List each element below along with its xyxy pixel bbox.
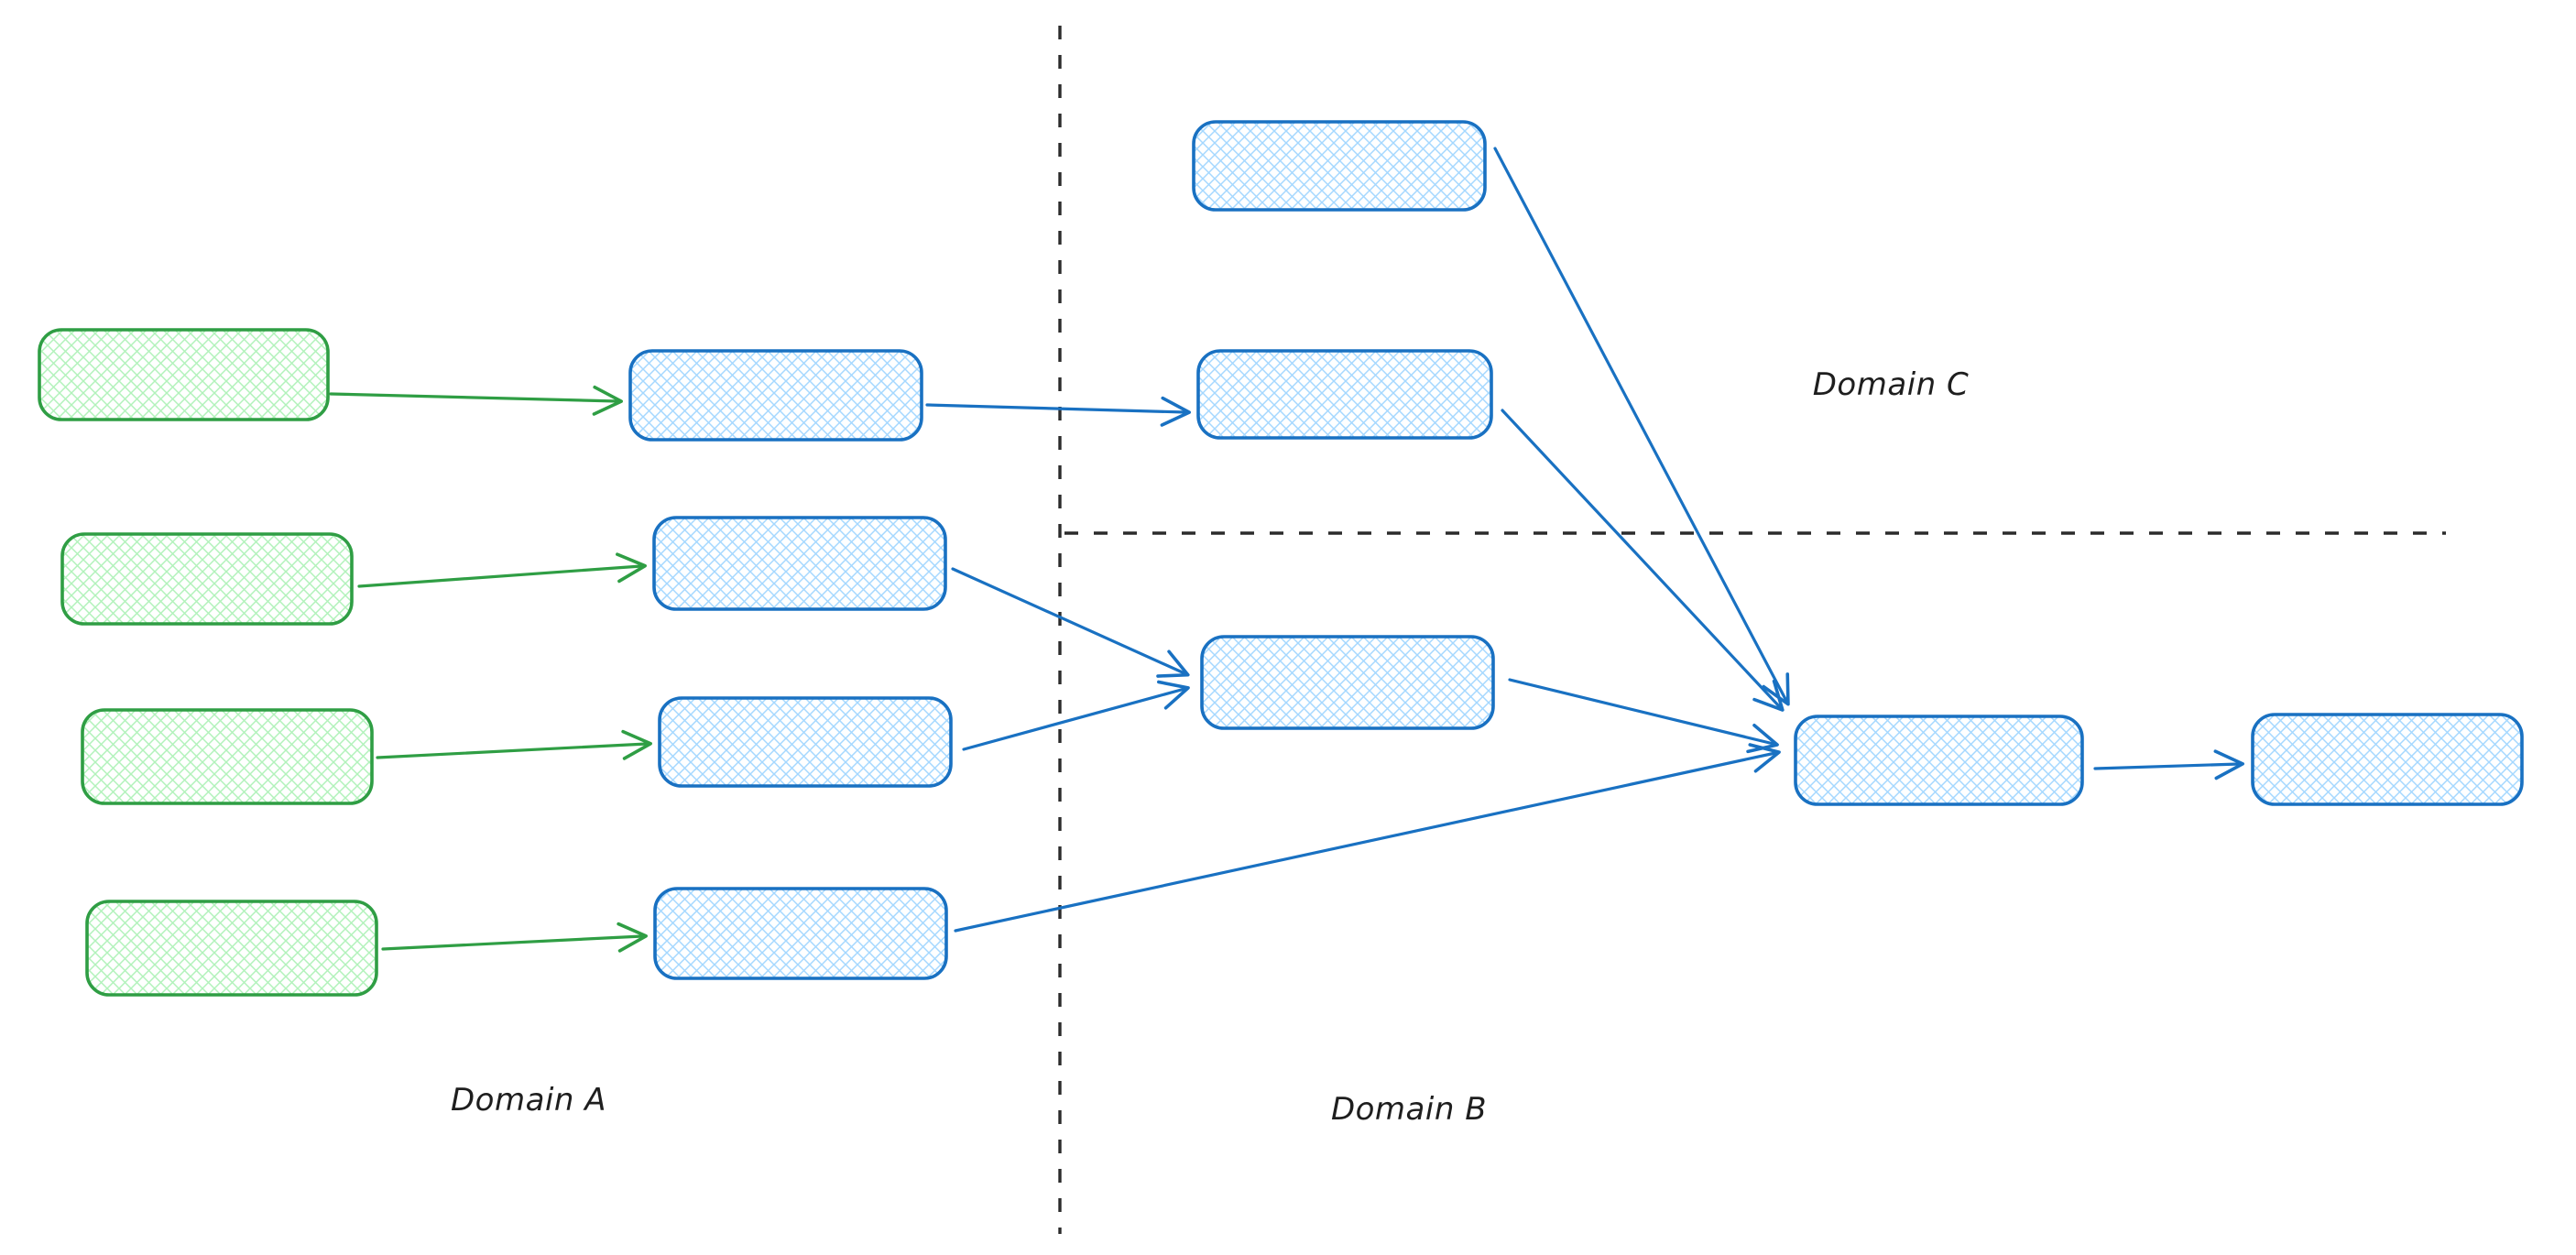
edge-b-hub-to-b-sink[interactable] bbox=[2093, 749, 2244, 780]
node-a-process-2[interactable] bbox=[652, 516, 947, 611]
node-b-sink[interactable] bbox=[2251, 713, 2524, 806]
edge-a-process-4-to-b-hub[interactable] bbox=[954, 743, 1781, 933]
labels-layer: Domain A Domain B Domain C bbox=[451, 366, 1969, 1128]
node-b-hub[interactable] bbox=[1794, 715, 2084, 806]
label-domain-c[interactable]: Domain C bbox=[1813, 366, 1969, 403]
edges-layer bbox=[329, 147, 2244, 953]
separators-layer bbox=[1058, 26, 2446, 1234]
nodes-layer bbox=[38, 120, 2524, 997]
node-b-node-1[interactable] bbox=[1200, 635, 1495, 730]
label-domain-b[interactable]: Domain B bbox=[1331, 1091, 1487, 1128]
edge-a-source-4-to-a-process-4[interactable] bbox=[381, 922, 648, 953]
edge-a-source-3-to-a-process-3[interactable] bbox=[376, 729, 652, 760]
node-a-source-2[interactable] bbox=[60, 532, 354, 626]
node-a-source-3[interactable] bbox=[81, 708, 374, 805]
edge-a-source-1-to-a-process-1[interactable] bbox=[329, 385, 623, 416]
edge-b-node-1-to-b-hub[interactable] bbox=[1508, 678, 1779, 754]
edge-a-process-2-to-b-node-1[interactable] bbox=[951, 567, 1190, 678]
edge-c-node-2-to-b-hub[interactable] bbox=[1501, 409, 1785, 712]
node-a-process-3[interactable] bbox=[658, 696, 953, 788]
edge-c-node-1-to-b-hub[interactable] bbox=[1493, 147, 1790, 706]
node-a-process-4[interactable] bbox=[653, 887, 948, 980]
node-c-node-2[interactable] bbox=[1196, 349, 1493, 440]
node-a-source-1[interactable] bbox=[38, 328, 330, 421]
node-c-node-1[interactable] bbox=[1192, 120, 1487, 212]
edge-a-source-2-to-a-process-2[interactable] bbox=[357, 552, 647, 588]
edge-a-process-1-to-c-node-2[interactable] bbox=[925, 396, 1191, 427]
edge-a-process-3-to-b-node-1[interactable] bbox=[962, 680, 1190, 751]
node-a-process-1[interactable] bbox=[628, 349, 923, 442]
node-a-source-4[interactable] bbox=[85, 900, 378, 997]
label-domain-a[interactable]: Domain A bbox=[451, 1082, 606, 1119]
